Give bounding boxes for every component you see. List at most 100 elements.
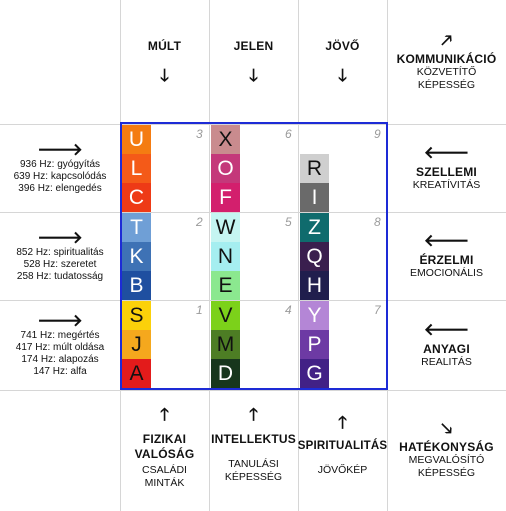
frequency-line: 528 Hz: szeretet — [23, 259, 97, 270]
szellemi-label: SZELLEMI — [416, 165, 477, 179]
hatekonysag-label: HATÉKONYSÁG — [399, 440, 494, 454]
grid-line — [298, 0, 299, 511]
frequency-line: 258 Hz: tudatosság — [16, 271, 104, 282]
frequency-line: 147 Hz: alfa — [33, 366, 87, 377]
cell-number: 3 — [196, 127, 203, 141]
arrow-right-icon: 🡒 — [37, 228, 83, 247]
label-spiritualitas: 🡑 SPIRITUALITÁS JÖVŐKÉP — [298, 390, 387, 511]
jovo-label: JÖVŐ — [325, 39, 360, 53]
letter-tile: N — [211, 242, 240, 271]
cell-number: 9 — [374, 127, 381, 141]
arrow-left-icon: 🡐 — [423, 143, 470, 162]
fizikai-sub: MINTÁK — [144, 477, 185, 489]
cell-number: 6 — [285, 127, 292, 141]
letter-tile: P — [300, 330, 329, 359]
letter-tile: U — [122, 125, 151, 154]
frequency-line: 639 Hz: kapcsolódás — [13, 171, 107, 182]
frequency-group-3: 🡒 741 Hz: megértés 417 Hz: múlt oldása 1… — [0, 300, 120, 390]
letter-tile: Q — [300, 242, 329, 271]
arrow-right-icon: 🡒 — [37, 311, 83, 330]
frequency-group-1: 🡒 936 Hz: gyógyítás 639 Hz: kapcsolódás … — [0, 124, 120, 212]
arrow-up-icon: 🡑 — [249, 405, 258, 424]
letter-tile: T — [122, 213, 151, 242]
letter-tile: J — [122, 330, 151, 359]
letter-tile: W — [211, 213, 240, 242]
arrow-left-icon: 🡐 — [423, 320, 470, 339]
fizikai-sub: CSALÁDI — [142, 464, 187, 476]
letter-tile: S — [122, 301, 151, 330]
frequency-line: 741 Hz: megértés — [20, 330, 100, 341]
arrow-up-icon: 🡑 — [338, 413, 347, 432]
intellektus-sub: TANULÁSI — [228, 458, 279, 470]
letter-tile: O — [211, 154, 240, 183]
header-kommunikacio: 🡕 KOMMUNIKÁCIÓ KÖZVETÍTŐ KÉPESSÉG — [387, 0, 506, 124]
frequency-line: 852 Hz: spiritualitás — [16, 247, 104, 258]
grid-line — [0, 124, 506, 125]
cell-number: 2 — [196, 215, 203, 229]
kommunikacio-sub: KÉPESSÉG — [417, 79, 476, 91]
kommunikacio-sub: KÖZVETÍTŐ — [416, 66, 477, 78]
cell-number: 5 — [285, 215, 292, 229]
hatekonysag-sub: MEGVALÓSÍTÓ — [408, 454, 485, 466]
letter-tile: Y — [300, 301, 329, 330]
grid-line — [0, 212, 506, 213]
matrix-frame — [120, 122, 388, 390]
label-hatekonysag: 🡖 HATÉKONYSÁG MEGVALÓSÍTÓ KÉPESSÉG — [387, 390, 506, 511]
frequency-line: 174 Hz: alapozás — [21, 354, 99, 365]
erzelmi-sub: EMOCIONÁLIS — [410, 267, 483, 279]
intellektus-sub: KÉPESSÉG — [224, 471, 283, 483]
letter-tile: R — [300, 154, 329, 183]
arrow-up-right-icon: 🡕 — [440, 31, 453, 50]
label-fizikai: 🡑 FIZIKAI VALÓSÁG CSALÁDI MINTÁK — [120, 390, 209, 511]
arrow-down-icon: 🡓 — [160, 66, 169, 85]
cell-number: 7 — [374, 303, 381, 317]
letter-tile: G — [300, 359, 329, 388]
arrow-up-icon: 🡑 — [160, 405, 169, 424]
letter-tile: Z — [300, 213, 329, 242]
frequency-line: 417 Hz: múlt oldása — [15, 342, 105, 353]
letter-tile: D — [211, 359, 240, 388]
arrow-down-right-icon: 🡖 — [440, 419, 453, 438]
grid-line — [0, 300, 506, 301]
cell-number: 4 — [285, 303, 292, 317]
mult-label: MÚLT — [147, 39, 182, 53]
frequency-group-2: 🡒 852 Hz: spiritualitás 528 Hz: szeretet… — [0, 212, 120, 300]
header-jelen: JELEN 🡓 — [209, 0, 298, 124]
header-jovo: JÖVŐ 🡓 — [298, 0, 387, 124]
szellemi-sub: KREATÍVITÁS — [412, 179, 481, 191]
erzelmi-label: ÉRZELMI — [419, 253, 474, 267]
letter-tile: K — [122, 242, 151, 271]
letter-tile: C — [122, 183, 151, 212]
letter-tile: H — [300, 271, 329, 300]
kommunikacio-label: KOMMUNIKÁCIÓ — [396, 52, 497, 66]
letter-tile: F — [211, 183, 240, 212]
letter-tile: E — [211, 271, 240, 300]
hatekonysag-sub: KÉPESSÉG — [417, 467, 476, 479]
letter-tile: A — [122, 359, 151, 388]
letter-tile: M — [211, 330, 240, 359]
letter-tile: V — [211, 301, 240, 330]
anyagi-sub: REALITÁS — [421, 356, 472, 368]
jelen-label: JELEN — [233, 39, 274, 53]
cell-number: 1 — [196, 303, 203, 317]
arrow-down-icon: 🡓 — [338, 66, 347, 85]
arrow-right-icon: 🡒 — [37, 140, 83, 159]
spiritualitas-label: SPIRITUALITÁS — [297, 440, 388, 452]
frequency-line: 396 Hz: elengedés — [18, 183, 102, 194]
frequency-line: 936 Hz: gyógyítás — [19, 159, 101, 170]
label-szellemi: 🡐 SZELLEMI KREATÍVITÁS — [387, 124, 506, 212]
arrow-down-icon: 🡓 — [249, 66, 258, 85]
label-erzelmi: 🡐 ÉRZELMI EMOCIONÁLIS — [387, 212, 506, 300]
anyagi-label: ANYAGI — [423, 342, 470, 356]
label-anyagi: 🡐 ANYAGI REALITÁS — [387, 300, 506, 390]
fizikai-label: VALÓSÁG — [134, 447, 195, 461]
intellektus-label: INTELLEKTUS — [211, 432, 296, 446]
letter-tile: I — [300, 183, 329, 212]
cell-number: 8 — [374, 215, 381, 229]
letter-tile: B — [122, 271, 151, 300]
fizikai-label: FIZIKAI — [142, 432, 187, 446]
letter-tile: X — [211, 125, 240, 154]
arrow-left-icon: 🡐 — [423, 231, 470, 250]
grid-line — [209, 0, 210, 511]
label-intellektus: 🡑 INTELLEKTUS TANULÁSI KÉPESSÉG — [209, 390, 298, 511]
